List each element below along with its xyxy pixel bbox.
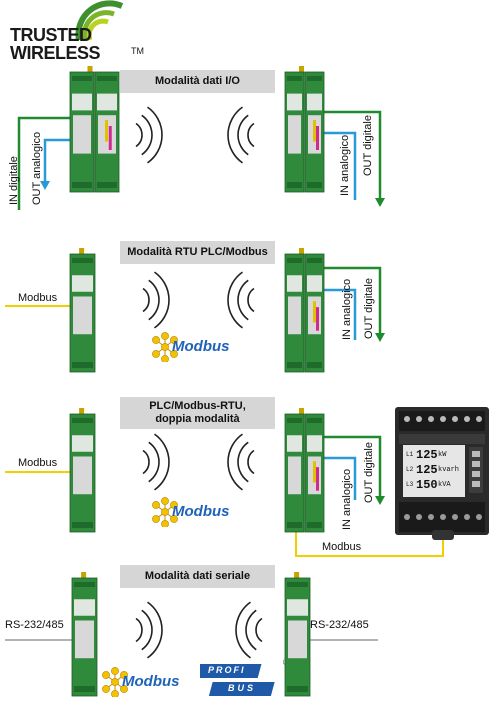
radio-module-s4-left <box>71 572 98 697</box>
profibus-line2: BUS <box>228 683 257 693</box>
mode-title-serial: Modalità dati seriale <box>144 570 251 582</box>
profibus-line1: PROFI <box>208 665 246 675</box>
meter-row3-line: L3 <box>406 481 414 488</box>
mode-box-dual: PLC/Modbus-RTU, doppia modalità <box>120 397 275 429</box>
mode-box-serial: Modalità dati seriale <box>120 565 275 588</box>
mode-title-dual-line2: doppia modalità <box>155 413 240 425</box>
mode-box-rtu: Modalità RTU PLC/Modbus <box>120 241 275 264</box>
meter-row2-line: L2 <box>406 466 414 473</box>
s4-left-label: RS-232/485 <box>5 619 64 631</box>
meter-row1-value: 125 <box>416 448 438 462</box>
wave-left-4 <box>135 601 163 659</box>
power-meter-device <box>395 407 489 535</box>
wave-right-1 <box>227 106 255 164</box>
mode-box-io: Modalità dati I/O <box>120 70 275 93</box>
modbus-logo-text: Modbus <box>172 338 230 355</box>
meter-row3-value: 150 <box>416 478 438 492</box>
wave-left-2 <box>142 271 170 329</box>
modbus-molecule-icon <box>152 497 178 527</box>
s2-left-label: Modbus <box>18 292 58 304</box>
wave-left-3 <box>142 433 170 491</box>
wave-left-1 <box>135 106 163 164</box>
radio-module-s4-right <box>284 572 311 697</box>
radio-module-s1-left <box>69 66 120 193</box>
profibus-logo <box>200 664 275 696</box>
wave-right-2 <box>227 271 255 329</box>
logo-trademark: TM <box>131 46 144 56</box>
radio-module-s3-right <box>284 408 325 533</box>
modbus-molecule-icon <box>152 332 178 362</box>
meter-row2-unit: kvarh <box>438 466 460 474</box>
wave-right-4 <box>235 601 263 659</box>
modbus-molecule-icon <box>102 667 128 697</box>
mode-title-dual-line1: PLC/Modbus-RTU, <box>149 400 246 412</box>
modbus-logo-text: Modbus <box>122 673 180 690</box>
meter-connector <box>432 530 454 540</box>
modbus-logo-text: Modbus <box>172 503 230 520</box>
trusted-wireless-logo-arcs <box>75 0 124 41</box>
s3-bottom-label: Modbus <box>322 541 362 553</box>
radio-module-s3-left <box>69 408 96 533</box>
radio-module-s2-right <box>284 248 325 373</box>
modbus-logo-s2: Modbus <box>150 332 246 362</box>
radio-module-s2-left <box>69 248 96 373</box>
radio-module-s1-right <box>284 66 325 193</box>
meter-row1-line: L1 <box>406 451 414 458</box>
modbus-logo-s3: Modbus <box>150 497 246 527</box>
meter-row1-unit: kW <box>438 451 447 459</box>
logo-line2: WIRELESS <box>10 43 101 63</box>
s4-right-label: RS-232/485 <box>310 619 369 631</box>
wave-right-3 <box>227 433 255 491</box>
modbus-logo-s4: Modbus <box>100 667 196 697</box>
mode-title-rtu: Modalità RTU PLC/Modbus <box>127 246 268 258</box>
s3-left-label: Modbus <box>18 457 58 469</box>
mode-title-io: Modalità dati I/O <box>155 75 240 87</box>
meter-row3-unit: kVA <box>438 481 451 489</box>
logo-line1: TRUSTED <box>10 25 92 45</box>
meter-row2-value: 125 <box>416 463 438 477</box>
